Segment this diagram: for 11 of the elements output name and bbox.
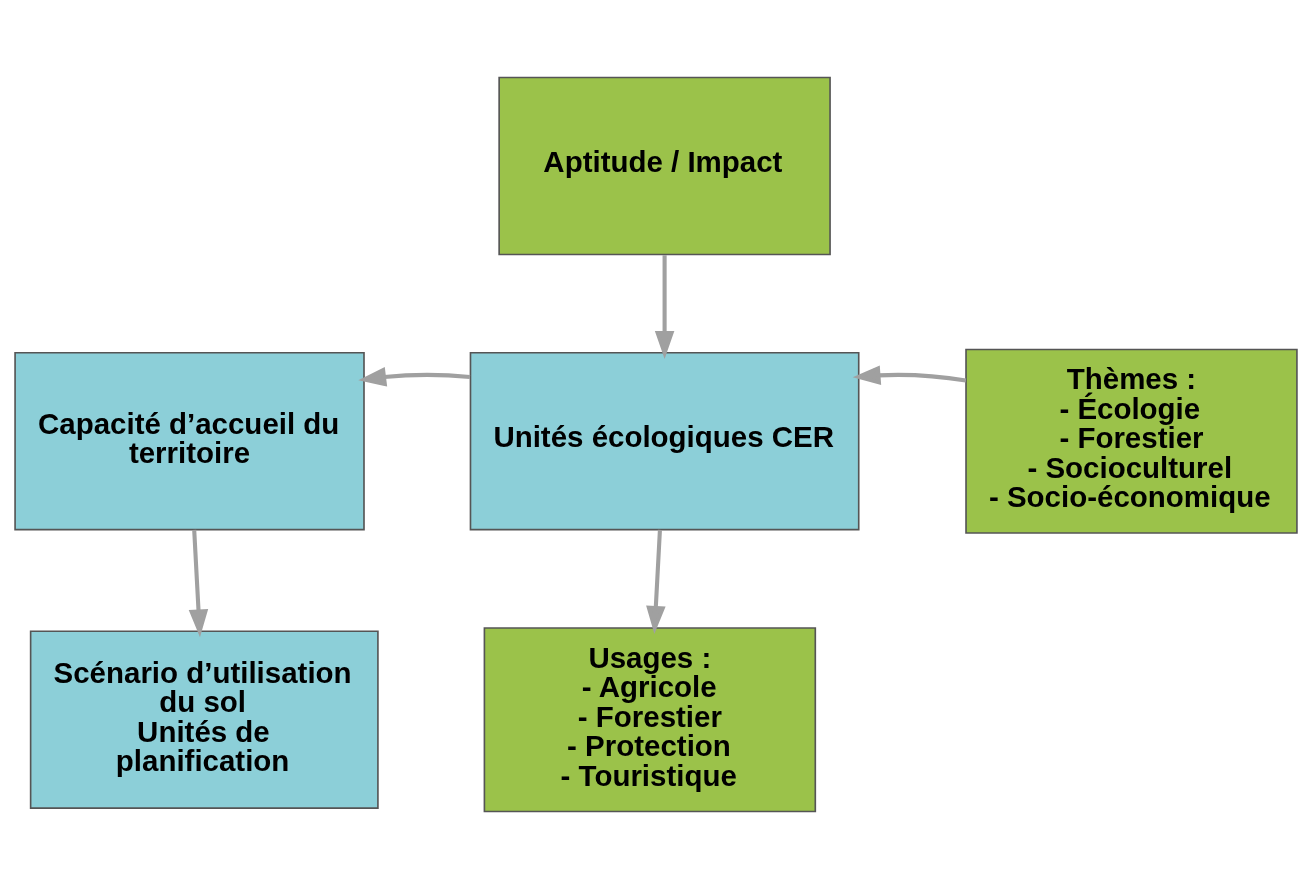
- node-box: Aptitude / Impact: [498, 76, 831, 255]
- arrow: [188, 529, 209, 637]
- arrow: [654, 254, 675, 359]
- arrow: [852, 364, 967, 385]
- node-box: Capacité d’accueil du territoire: [14, 351, 365, 530]
- node-box: Unités écologiques CER: [469, 351, 860, 530]
- arrow: [646, 529, 666, 634]
- node-box: Scénario d’utilisation du sol Unités de planification: [29, 629, 379, 809]
- node-box: Thèmes : - Écologie - Forestier - Socioculturel - Socio-économique: [965, 348, 1298, 534]
- node-box: Usages : - Agricole - Forestier - Protection - Touristique: [483, 626, 817, 812]
- arrow: [358, 366, 471, 386]
